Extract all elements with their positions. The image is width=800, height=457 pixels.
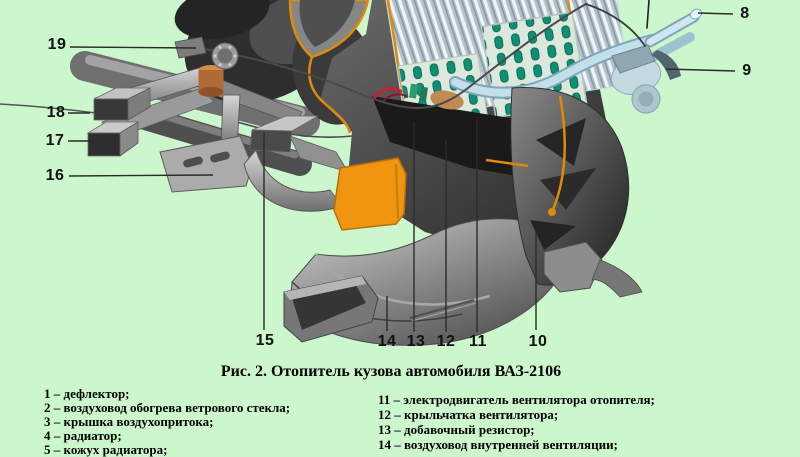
legend-item-2: 2 – воздуховод обогрева ветрового стекла… — [44, 400, 291, 415]
leader-lines — [68, 12, 736, 332]
callout-14: 14 — [377, 333, 397, 350]
legend-item-3: 3 – крышка воздухопритока; — [44, 414, 214, 429]
vent-duct-elbow — [243, 115, 349, 212]
fan-housing — [485, 87, 643, 298]
callout-9: 9 — [742, 62, 752, 79]
callout-12: 12 — [436, 333, 456, 350]
legend-item-14: 14 – воздуховод внутренней вентиляции; — [378, 437, 618, 452]
callout-11: 11 — [469, 333, 487, 350]
legend-column-right: 11 – электродвигатель вентилятора отопит… — [378, 392, 655, 452]
callout-8: 8 — [740, 5, 750, 22]
callout-18: 18 — [46, 104, 66, 121]
gasket — [333, 157, 407, 231]
legend-item-1: 1 – дефлектор; — [44, 386, 130, 401]
callout-15: 15 — [255, 332, 275, 349]
pipe-end — [689, 8, 703, 20]
legend-item-13: 13 – добавочный резистор; — [378, 422, 535, 437]
callout-17: 17 — [45, 132, 65, 149]
legend-item-11: 11 – электродвигатель вентилятора отопит… — [378, 392, 655, 407]
control-lever-assembly — [86, 36, 303, 193]
figure-caption: Рис. 2. Отопитель кузова автомобиля ВАЗ-… — [220, 363, 562, 380]
knob-dots — [213, 45, 237, 67]
legend-item-5: 5 – кожух радиатора; — [44, 442, 168, 457]
callout-19: 19 — [47, 36, 67, 53]
heater-valve-and-pipes — [449, 8, 703, 114]
copper-bushing — [198, 70, 224, 92]
heater-diagram-illustration — [0, 0, 736, 346]
cut-edge — [308, 56, 352, 134]
callout-13: 13 — [406, 333, 426, 350]
vent-tube-17 — [86, 121, 140, 157]
air-intake-shadow — [299, 0, 355, 47]
callout-16: 16 — [45, 167, 65, 184]
callout-10: 10 — [528, 333, 548, 350]
vent-tube-18 — [93, 87, 151, 121]
legend-item-4: 4 – радиатор; — [44, 428, 122, 443]
legend-item-12: 12 – крыльчатка вентилятора; — [378, 407, 559, 422]
legend-column-left: 1 – дефлектор; 2 – воздуховод обогрева в… — [44, 387, 290, 457]
control-cables — [0, 0, 650, 138]
inner-ventilation-duct — [283, 218, 567, 346]
mounting-bracket — [159, 135, 253, 193]
